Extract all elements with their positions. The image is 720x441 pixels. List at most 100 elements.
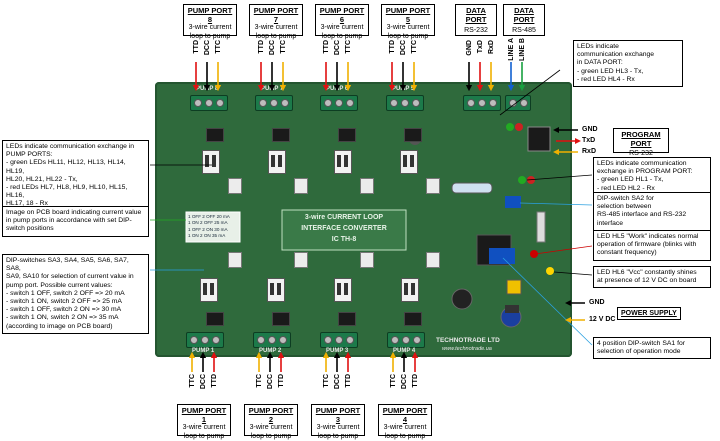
port-title: PUMP PORT 1 bbox=[181, 406, 227, 424]
optocoupler bbox=[294, 178, 308, 194]
pump6-terminal bbox=[320, 95, 358, 111]
pump7-terminal bbox=[255, 95, 293, 111]
optocoupler bbox=[294, 252, 308, 268]
note-text: LEDs indicate communication exchange in … bbox=[577, 43, 655, 83]
data-port-leds-note: LEDs indicate communication exchange in … bbox=[573, 40, 683, 88]
wire-label-bottom: TTD bbox=[412, 374, 419, 388]
led-hl1 bbox=[518, 176, 526, 184]
data-port-rs485-box: DATA PORT RS-485 bbox=[503, 4, 545, 36]
dip-switch[interactable] bbox=[268, 150, 286, 174]
pump2-terminal bbox=[253, 332, 291, 348]
wire-label-top: TTC bbox=[345, 40, 352, 54]
pump2-board-label: PUMP 2 bbox=[259, 348, 282, 354]
wire-label-485: LINE B bbox=[519, 38, 526, 61]
ic-chip bbox=[404, 312, 422, 326]
pump8-terminal bbox=[190, 95, 228, 111]
note-text: DIP-switches SA3, SA4, SA5, SA6, SA7, SA… bbox=[6, 257, 134, 330]
program-port-box: PROGRAM PORT RS-232 bbox=[613, 128, 669, 157]
board-title-line1: 3-wire CURRENT LOOP bbox=[304, 214, 384, 221]
hl6-note: LED HL6 "Vcc" constantly shines at prese… bbox=[593, 266, 711, 289]
sa2-switch bbox=[505, 196, 521, 208]
led-hl3 bbox=[506, 123, 514, 131]
port-subtitle: 3-wire current loop to pump bbox=[188, 24, 232, 40]
dip-switch[interactable] bbox=[334, 278, 352, 302]
dip-switch[interactable] bbox=[334, 150, 352, 174]
crystal bbox=[451, 182, 493, 194]
wire-label-top: DCC bbox=[400, 40, 407, 56]
pump6-board-label: PUMP 6 bbox=[326, 86, 349, 92]
board-web: www.technotrade.ua bbox=[442, 346, 492, 352]
wire-label-bottom: TTD bbox=[211, 374, 218, 388]
program-rxd-label: RxD bbox=[582, 148, 597, 155]
optocoupler bbox=[426, 178, 440, 194]
port-title: PUMP PORT 5 bbox=[385, 6, 431, 24]
board-title-line2: INTERFACE CONVERTER bbox=[301, 225, 387, 232]
wire-label-bottom: DCC bbox=[401, 374, 408, 390]
note-text: LEDs indicate communication exchange in … bbox=[6, 143, 135, 208]
ic-chip bbox=[404, 128, 422, 142]
port-subtitle: RS-232 bbox=[629, 150, 653, 157]
wire-label-485: LINE A bbox=[508, 38, 515, 61]
ic-chip bbox=[338, 128, 356, 142]
optocoupler bbox=[228, 252, 242, 268]
power-12v-label: 12 V DC bbox=[589, 316, 616, 323]
data-port-rs232-box: DATA PORT RS-232 bbox=[455, 4, 497, 36]
pump-port-7-box: PUMP PORT 7 3-wire current loop to pump bbox=[249, 4, 303, 40]
port-title: PROGRAM PORT bbox=[621, 130, 661, 148]
current-table: 1 OFF 2 OFF 20 mA 1 ON 2 OFF 25 mA 1 OFF… bbox=[188, 214, 230, 240]
wire-label-top: TTC bbox=[280, 40, 287, 54]
ic-chip bbox=[272, 312, 290, 326]
pump8-board-label: PUMP 8 bbox=[196, 86, 219, 92]
wire-label-bottom: DCC bbox=[334, 374, 341, 390]
note-text: 4 position DIP-switch SA1 for selection … bbox=[597, 340, 686, 356]
port-title: DATA PORT bbox=[513, 6, 535, 24]
table-row: 1 ON 2 OFF 25 mA bbox=[188, 220, 228, 226]
wire-label-bottom: TTD bbox=[345, 374, 352, 388]
power-connector bbox=[506, 279, 522, 295]
pump3-terminal bbox=[320, 332, 358, 348]
rs232-terminal bbox=[463, 95, 501, 111]
note-text: LEDs indicate communication exchange in … bbox=[597, 160, 693, 192]
pump-port-4-box: PUMP PORT 4 3-wire current loop to pump bbox=[378, 404, 432, 440]
table-row: 1 OFF 2 OFF 20 mA bbox=[188, 214, 230, 219]
port-subtitle: 3-wire current loop to pump bbox=[182, 424, 226, 440]
dip-switch[interactable] bbox=[200, 278, 218, 302]
pump-port-8-box: PUMP PORT 8 3-wire current loop to pump bbox=[183, 4, 237, 40]
note-text: LED HL5 "Work" indicates normal operatio… bbox=[597, 233, 699, 257]
wire-label-bottom: TTC bbox=[390, 374, 397, 388]
port-title: PUMP PORT 6 bbox=[319, 6, 365, 24]
wire-label-top: TTD bbox=[389, 40, 396, 54]
wire-label-232: RxD bbox=[488, 40, 495, 55]
note-text: LED HL6 "Vcc" constantly shines at prese… bbox=[597, 269, 697, 285]
dip-switch[interactable] bbox=[401, 278, 419, 302]
wire-label-top: TTC bbox=[411, 40, 418, 54]
dip-switch[interactable] bbox=[202, 150, 220, 174]
pump3-board-label: PUMP 3 bbox=[326, 348, 349, 354]
wire-label-top: TTC bbox=[215, 40, 222, 54]
pump1-board-label: PUMP 1 bbox=[192, 348, 215, 354]
wire-label-top: TTD bbox=[258, 40, 265, 54]
pump-port-leds-note: LEDs indicate communication exchange in … bbox=[2, 140, 149, 212]
wire-label-bottom: TTC bbox=[256, 374, 263, 388]
optocoupler bbox=[426, 252, 440, 268]
ic-chip bbox=[206, 312, 224, 326]
port-subtitle: 3-wire current loop to pump bbox=[386, 24, 430, 40]
dip-switch[interactable] bbox=[267, 278, 285, 302]
led-hl2 bbox=[527, 176, 535, 184]
port-title: PUMP PORT 8 bbox=[187, 6, 233, 24]
wire-label-bottom: TTC bbox=[323, 374, 330, 388]
dip-switch[interactable] bbox=[400, 150, 418, 174]
program-port-leds-note: LEDs indicate communication exchange in … bbox=[593, 157, 711, 196]
port-title: PUMP PORT 7 bbox=[253, 6, 299, 24]
port-title: PUMP PORT 4 bbox=[382, 406, 428, 424]
wire-label-top: DCC bbox=[204, 40, 211, 56]
wire-label-top: DCC bbox=[334, 40, 341, 56]
sa1-switch bbox=[489, 248, 515, 264]
dip-switch-note: DIP-switches SA3, SA4, SA5, SA6, SA7, SA… bbox=[2, 254, 149, 334]
table-row: 1 OFF 2 ON 30 mA bbox=[188, 226, 228, 232]
ic-chip bbox=[338, 312, 356, 326]
wire-label-top: DCC bbox=[269, 40, 276, 56]
port-title: PUMP PORT 3 bbox=[315, 406, 361, 424]
led-hl4 bbox=[515, 123, 523, 131]
board-title: 3-wire CURRENT LOOP INTERFACE CONVERTER … bbox=[282, 212, 406, 245]
